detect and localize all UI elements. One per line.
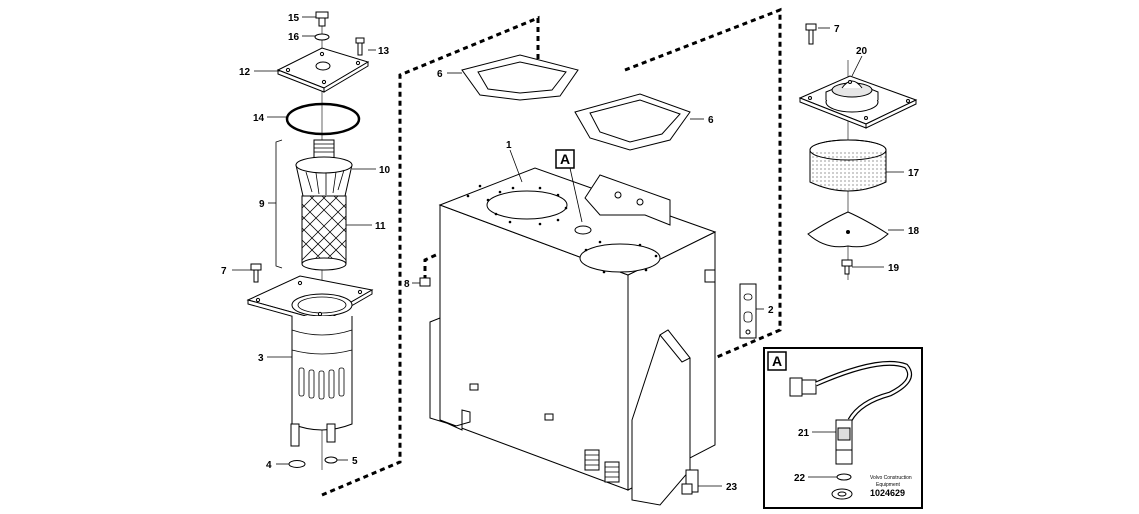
callout-12: 12 — [239, 67, 251, 78]
bolt-7-right — [805, 23, 817, 45]
callout-14: 14 — [253, 113, 265, 124]
o-ring-22 — [836, 473, 852, 481]
callout-1: 1 — [506, 140, 512, 151]
level-sensor-21 — [789, 360, 912, 465]
callout-13: 13 — [378, 46, 390, 57]
detail-box-a: A Volvo Construction Equipment 1024629 — [763, 347, 923, 509]
bolt-15 — [315, 11, 329, 27]
bracket-9 — [275, 139, 283, 269]
cover-plate-12 — [276, 47, 370, 93]
callout-2: 2 — [768, 305, 774, 316]
callout-5: 5 — [352, 456, 358, 467]
bolt-19 — [841, 259, 853, 275]
o-ring-14 — [285, 102, 361, 136]
o-ring-5 — [324, 456, 338, 464]
callout-7-left: 7 — [221, 266, 227, 277]
callout-6-right: 6 — [708, 115, 714, 126]
fitting-23 — [681, 469, 699, 495]
view-marker-label: A — [560, 151, 570, 167]
callout-labels: 15 16 13 12 14 10 9 11 7 3 4 5 6 6 1 8 2… — [221, 13, 920, 493]
callout-6-top: 6 — [437, 69, 443, 80]
bracket-2 — [739, 283, 757, 339]
detail-box-marker: A — [772, 353, 782, 369]
screw-13 — [355, 37, 365, 56]
callout-8: 8 — [404, 279, 410, 290]
callout-16: 16 — [288, 32, 300, 43]
nut-detail — [831, 488, 853, 500]
view-marker-a: A — [555, 149, 583, 223]
callout-21: 21 — [798, 428, 810, 439]
ring-17 — [809, 139, 887, 192]
callout-10: 10 — [379, 165, 391, 176]
bolt-7-left — [250, 263, 262, 283]
gasket-6-top — [461, 54, 579, 101]
strainer-18 — [807, 211, 889, 248]
callout-3: 3 — [258, 353, 264, 364]
filter-insert-9 — [295, 139, 353, 271]
leader-lines — [232, 16, 904, 487]
callout-9: 9 — [259, 199, 265, 210]
filter-housing-3 — [246, 275, 374, 447]
callout-15: 15 — [288, 13, 300, 24]
callout-17: 17 — [908, 168, 920, 179]
fitting-8 — [419, 277, 431, 287]
callout-23: 23 — [726, 482, 738, 493]
callout-20: 20 — [856, 46, 868, 57]
breather-cap-20 — [798, 75, 918, 129]
callout-22: 22 — [794, 473, 806, 484]
gasket-6-right — [574, 93, 691, 151]
caption-line-1: Volvo Construction — [870, 475, 912, 481]
o-ring-4 — [288, 460, 306, 468]
callout-11: 11 — [375, 221, 386, 232]
dashed-line-left — [321, 15, 540, 497]
callout-7-right: 7 — [834, 24, 840, 35]
dashed-line-screw-8 — [423, 252, 439, 280]
callout-4: 4 — [266, 460, 272, 471]
caption-line-2: Equipment — [876, 482, 901, 488]
drawing-number: 1024629 — [870, 488, 905, 498]
callout-19: 19 — [888, 263, 900, 274]
tank-1 — [429, 167, 717, 506]
callout-18: 18 — [908, 226, 920, 237]
o-ring-16 — [314, 33, 330, 41]
